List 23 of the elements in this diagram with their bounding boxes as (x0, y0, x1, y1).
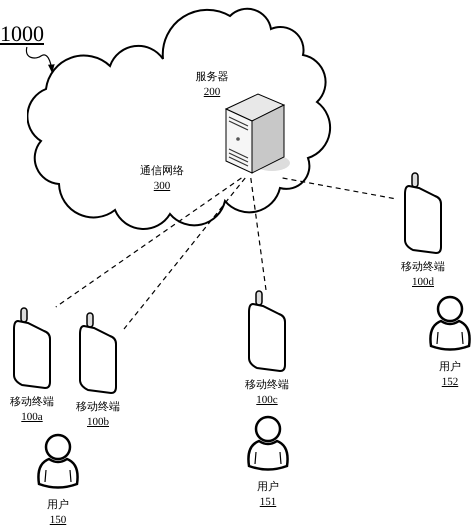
node-label: 移动终端 (400, 260, 446, 275)
reference-number: 200 (202, 85, 222, 100)
reference-number: 150 (48, 513, 68, 526)
reference-number: 100c (255, 393, 279, 408)
connection-line (124, 178, 246, 330)
node-label: 服务器 (194, 70, 230, 85)
node-label: 用户 (256, 480, 280, 495)
reference-number: 300 (152, 179, 172, 194)
connection-line (55, 178, 242, 308)
reference-number: 100d (411, 275, 435, 290)
node-label: 用户 (438, 360, 462, 375)
reference-number: 100b (86, 415, 110, 430)
node-label: 移动终端 (75, 400, 121, 415)
node-label: 通信网络 (139, 164, 185, 179)
connection-line (250, 178, 267, 290)
node-label: 移动终端 (9, 395, 55, 410)
reference-number: 152 (440, 375, 460, 390)
reference-number: 151 (258, 495, 278, 510)
connection-line (282, 177, 396, 200)
reference-numeral: 1000 (0, 22, 45, 46)
reference-number: 100a (20, 410, 44, 425)
node-label: 移动终端 (244, 378, 290, 393)
node-label: 用户 (46, 498, 70, 513)
